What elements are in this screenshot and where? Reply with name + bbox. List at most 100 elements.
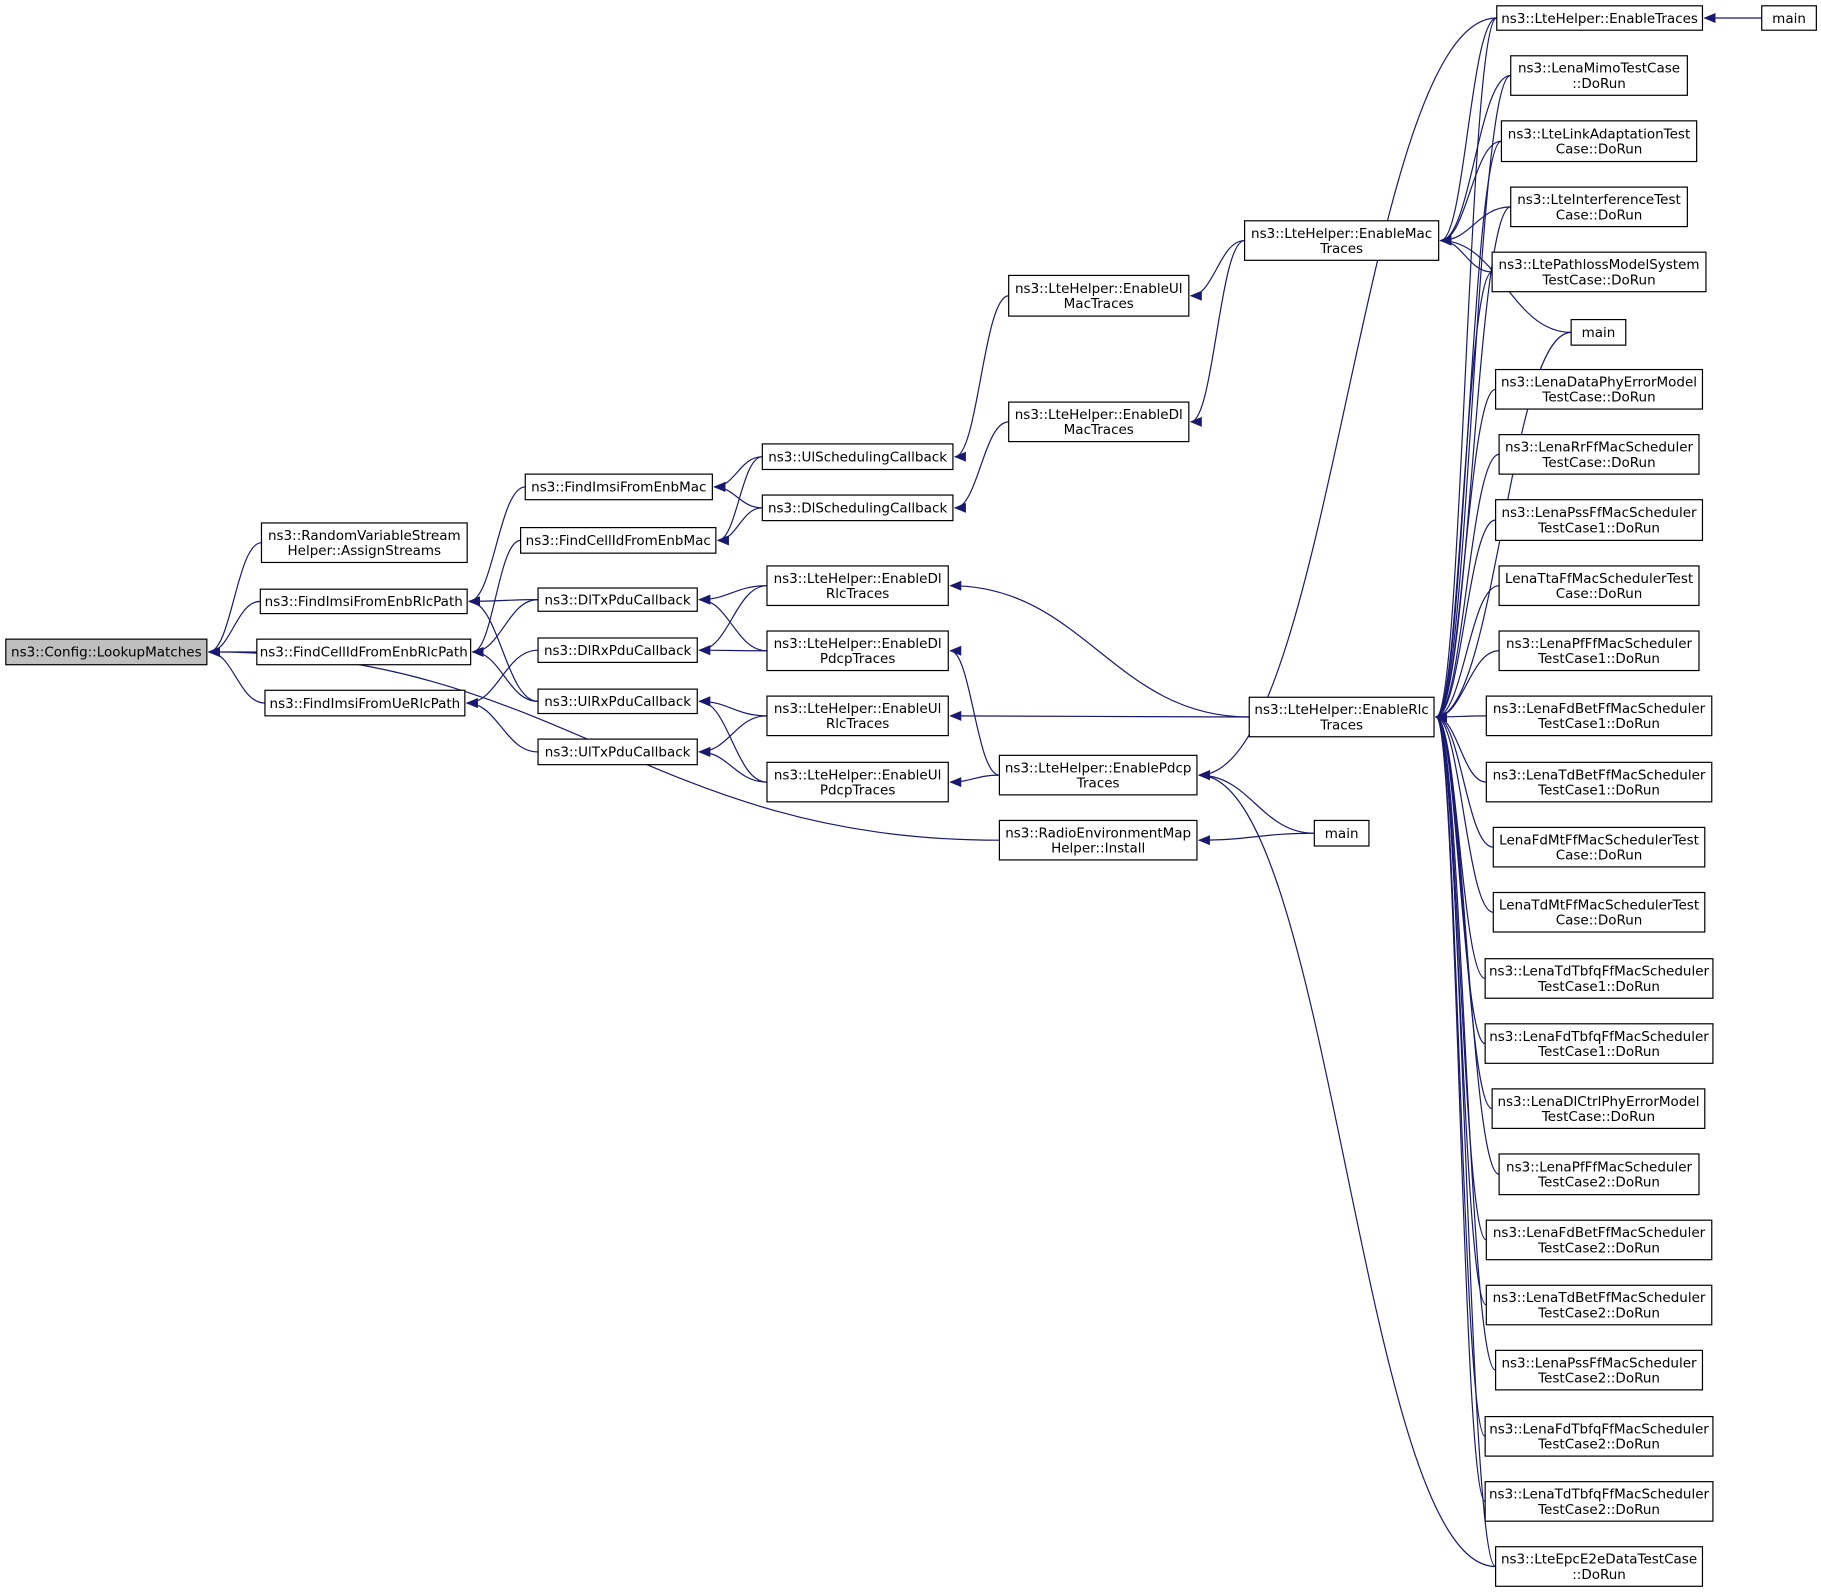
- node-pf1[interactable]: ns3::LenaPfFfMacSchedulerTestCase1::DoRu…: [1498, 630, 1700, 672]
- node-label: ns3::LenaTdTbfqFfMacScheduler: [1489, 964, 1710, 980]
- node-label: Traces: [1076, 776, 1120, 792]
- node-label: ::DoRun: [1572, 76, 1626, 92]
- node-label: Helper::Install: [1051, 841, 1145, 857]
- node-box: [998, 754, 1198, 796]
- node-dlrx[interactable]: ns3::DlRxPduCallback: [537, 637, 698, 663]
- edge-mimo-to-emac: [1439, 74, 1511, 246]
- node-fdbet1[interactable]: ns3::LenaFdBetFfMacSchedulerTestCase1::D…: [1485, 695, 1713, 737]
- node-pf2[interactable]: ns3::LenaPfFfMacSchedulerTestCase2::DoRu…: [1498, 1153, 1700, 1196]
- node-label: ns3::UlSchedulingCallback: [768, 450, 947, 466]
- node-box: [761, 443, 954, 471]
- node-dataphy[interactable]: ns3::LenaDataPhyErrorModelTestCase::DoRu…: [1495, 368, 1704, 410]
- edge-fdbet1-to-erlc: [1435, 712, 1487, 723]
- node-pathloss[interactable]: ns3::LtePathlossModelSystemTestCase::DoR…: [1491, 251, 1707, 293]
- node-fcellEnbMac[interactable]: ns3::FindCellIdFromEnbMac: [520, 526, 717, 554]
- node-label: ns3::LenaDataPhyErrorModel: [1501, 375, 1697, 391]
- node-ulsched[interactable]: ns3::UlSchedulingCallback: [761, 443, 954, 471]
- node-fimsiUeRlc[interactable]: ns3::FindImsiFromUeRlcPath: [264, 689, 466, 717]
- edge-dataphy-to-erlc: [1435, 388, 1496, 722]
- node-label: ns3::LenaMimoTestCase: [1518, 61, 1680, 77]
- node-box: [1492, 891, 1706, 933]
- node-dltx[interactable]: ns3::DlTxPduCallback: [537, 587, 698, 612]
- node-box: [1498, 434, 1700, 475]
- edge-epdcp-to-eulpdcp: [949, 774, 1000, 788]
- node-label: MacTraces: [1064, 296, 1134, 312]
- node-label: ns3::DlRxPduCallback: [544, 643, 692, 659]
- edge-etraces-to-epdcp: [1197, 17, 1497, 781]
- node-label: TestCase::DoRun: [1541, 390, 1655, 406]
- edge-eulpdcp-to-ultx: [698, 746, 767, 783]
- node-ultx[interactable]: ns3::UlTxPduCallback: [537, 738, 698, 766]
- node-label: TestCase1::DoRun: [1537, 716, 1660, 732]
- node-etraces[interactable]: ns3::LteHelper::EnableTraces: [1496, 5, 1704, 31]
- node-rvs[interactable]: ns3::RandomVariableStreamHelper::AssignS…: [260, 522, 468, 564]
- node-root[interactable]: ns3::Config::LookupMatches: [5, 638, 208, 666]
- node-ulrx[interactable]: ns3::UlRxPduCallback: [537, 688, 698, 715]
- node-label: main: [1772, 11, 1806, 27]
- node-box: [766, 761, 949, 803]
- node-label: LenaTdMtFfMacSchedulerTest: [1499, 897, 1699, 913]
- node-epce2e[interactable]: ns3::LteEpcE2eDataTestCase::DoRun: [1495, 1546, 1704, 1587]
- node-box: [1491, 251, 1707, 293]
- node-box: [259, 588, 468, 615]
- node-fimsiEnbRlc[interactable]: ns3::FindImsiFromEnbRlcPath: [259, 588, 468, 615]
- node-tdtbfq2[interactable]: ns3::LenaTdTbfqFfMacSchedulerTestCase2::…: [1484, 1481, 1714, 1522]
- node-label: ns3::LenaFdBetFfMacScheduler: [1493, 701, 1706, 717]
- node-tdtbfq1[interactable]: ns3::LenaTdTbfqFfMacSchedulerTestCase1::…: [1484, 958, 1714, 999]
- node-dlctrl[interactable]: ns3::LenaDlCtrlPhyErrorModelTestCase::Do…: [1491, 1088, 1706, 1129]
- edge-emac-to-eulmac: [1189, 239, 1245, 301]
- node-main3[interactable]: main: [1570, 318, 1627, 346]
- edge-rvs-to-root: [207, 542, 262, 657]
- node-mimo[interactable]: ns3::LenaMimoTestCase::DoRun: [1510, 55, 1688, 96]
- node-tdbet1[interactable]: ns3::LenaTdBetFfMacSchedulerTestCase1::D…: [1485, 761, 1713, 803]
- node-label: ns3::LtePathlossModelSystem: [1499, 257, 1700, 273]
- node-label: ns3::LenaPssFfMacScheduler: [1501, 505, 1697, 521]
- node-box: [1484, 1023, 1714, 1064]
- node-label: TestCase2::DoRun: [1537, 1305, 1660, 1321]
- node-label: ns3::DlSchedulingCallback: [768, 501, 947, 517]
- node-box: [1485, 761, 1713, 803]
- node-pss2[interactable]: ns3::LenaPssFfMacSchedulerTestCase2::DoR…: [1495, 1349, 1704, 1391]
- edge-emac-to-edlmac: [1189, 239, 1245, 427]
- node-fcellEnbRlc[interactable]: ns3::FindCellIdFromEnbRlcPath: [256, 638, 472, 666]
- node-fdbet2[interactable]: ns3::LenaFdBetFfMacSchedulerTestCase2::D…: [1485, 1219, 1713, 1261]
- node-label: TestCase2::DoRun: [1537, 1371, 1660, 1387]
- edge-dltx-to-fimsiEnbRlc: [468, 596, 539, 607]
- node-main1[interactable]: main: [1761, 5, 1817, 31]
- node-fdtbfq1[interactable]: ns3::LenaFdTbfqFfMacSchedulerTestCase1::…: [1484, 1023, 1714, 1064]
- edge-erlc-to-eulrlc: [949, 710, 1250, 721]
- edge-ulrx-to-fimsiEnbRlc: [468, 596, 539, 702]
- edge-pathloss-to-emac: [1439, 235, 1493, 273]
- node-dlsched[interactable]: ns3::DlSchedulingCallback: [761, 494, 954, 522]
- node-label: TestCase::DoRun: [1541, 1109, 1655, 1125]
- node-label: TestCase1::DoRun: [1537, 979, 1660, 995]
- edge-epdcp-to-edlpdcp: [949, 645, 1000, 776]
- node-label: Helper::AssignStreams: [288, 543, 442, 559]
- node-pss1[interactable]: ns3::LenaPssFfMacSchedulerTestCase1::DoR…: [1495, 499, 1704, 541]
- node-label: ns3::LteHelper::EnableUl: [774, 701, 942, 717]
- node-main2[interactable]: main: [1313, 819, 1370, 847]
- node-tdbet2[interactable]: ns3::LenaTdBetFfMacSchedulerTestCase2::D…: [1485, 1284, 1713, 1326]
- node-fdtbfq2[interactable]: ns3::LenaFdTbfqFfMacSchedulerTestCase2::…: [1484, 1415, 1714, 1457]
- node-fimsiEnbMac[interactable]: ns3::FindImsiFromEnbMac: [524, 473, 713, 501]
- node-box: [1495, 368, 1704, 410]
- node-label: ns3::LteHelper::EnableUl: [1015, 281, 1183, 297]
- node-box: [1313, 819, 1370, 847]
